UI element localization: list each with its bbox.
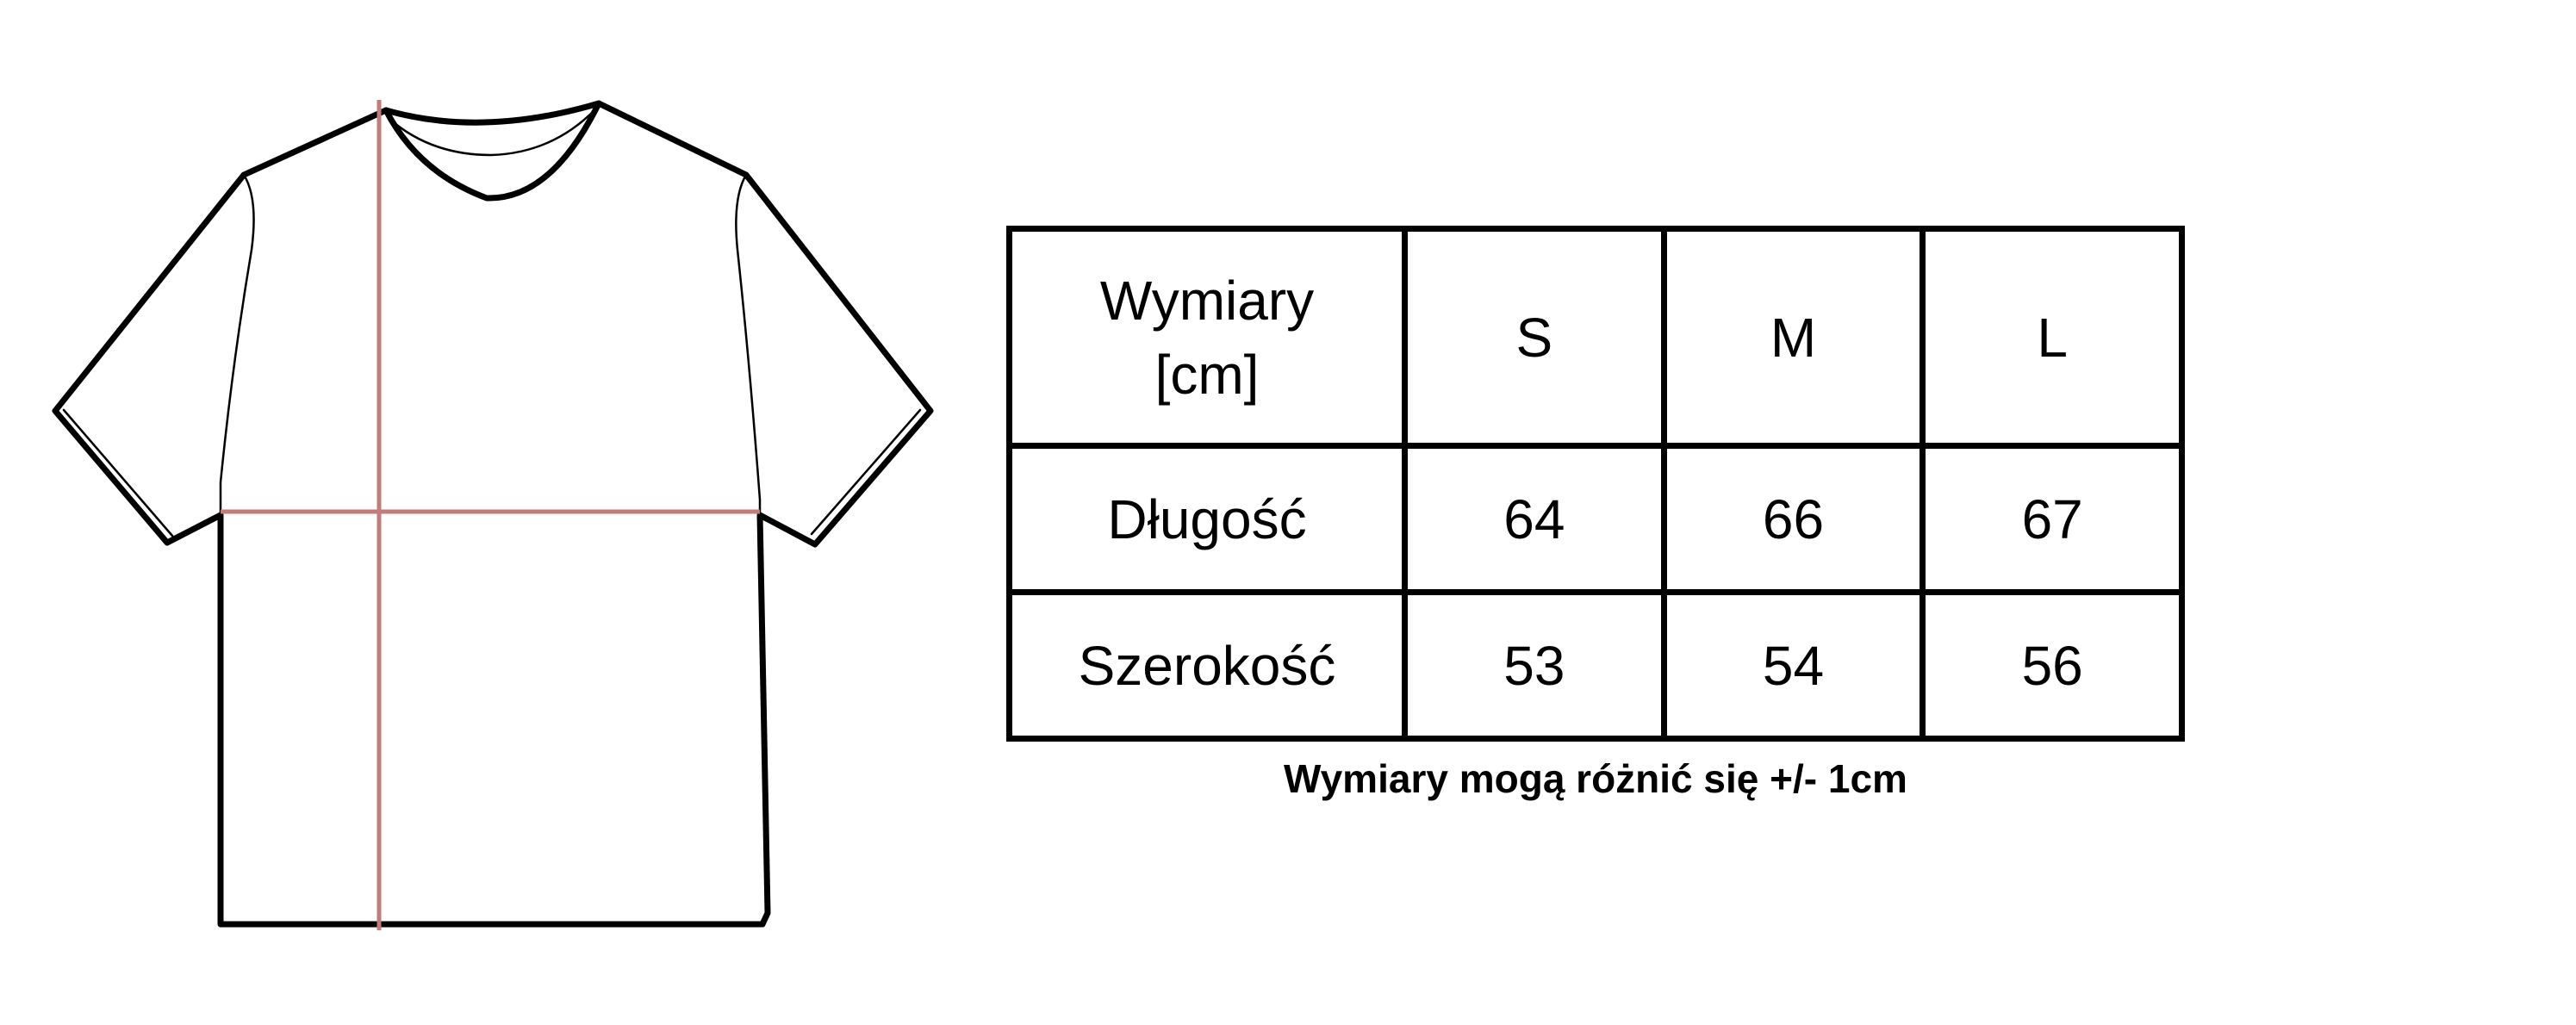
row-label-width: Szerokość	[1006, 589, 1408, 742]
width-value-s: 53	[1402, 589, 1667, 742]
tshirt-collar-rib	[388, 109, 596, 157]
tshirt-collar-inner	[383, 100, 602, 126]
tshirt-outline-icon	[52, 100, 934, 928]
tshirt-collar-outer	[383, 100, 602, 202]
width-value-l: 56	[1920, 589, 2185, 742]
width-value-m: 54	[1660, 589, 1926, 742]
table-row-width: Szerokość 53 54 56	[1006, 589, 2185, 742]
tshirt-diagram	[52, 100, 934, 930]
dimensions-header-cell: Wymiary [cm]	[1006, 226, 1408, 449]
table-row-length: Długość 64 66 67	[1006, 443, 2185, 595]
tshirt-left-cuff-hem	[62, 408, 174, 537]
length-value-s: 64	[1402, 443, 1667, 595]
size-chart-table: Wymiary [cm] S M L Długość 64 66 67 Szer…	[1006, 226, 2185, 742]
tshirt-right-sleeve-seam	[735, 173, 762, 517]
table-header-row: Wymiary [cm] S M L	[1006, 226, 2185, 449]
size-tolerance-note: Wymiary mogą różnić się +/- 1cm	[1284, 756, 1907, 801]
length-value-m: 66	[1660, 443, 1926, 595]
tshirt-left-sleeve-seam	[219, 173, 255, 517]
tshirt-body-outline	[52, 100, 934, 928]
row-label-length: Długość	[1006, 443, 1408, 595]
size-header-l: L	[1920, 226, 2185, 449]
tshirt-right-cuff-hem	[810, 408, 922, 536]
size-header-s: S	[1402, 226, 1667, 449]
length-value-l: 67	[1920, 443, 2185, 595]
size-header-m: M	[1660, 226, 1926, 449]
measure-lines	[221, 100, 760, 930]
